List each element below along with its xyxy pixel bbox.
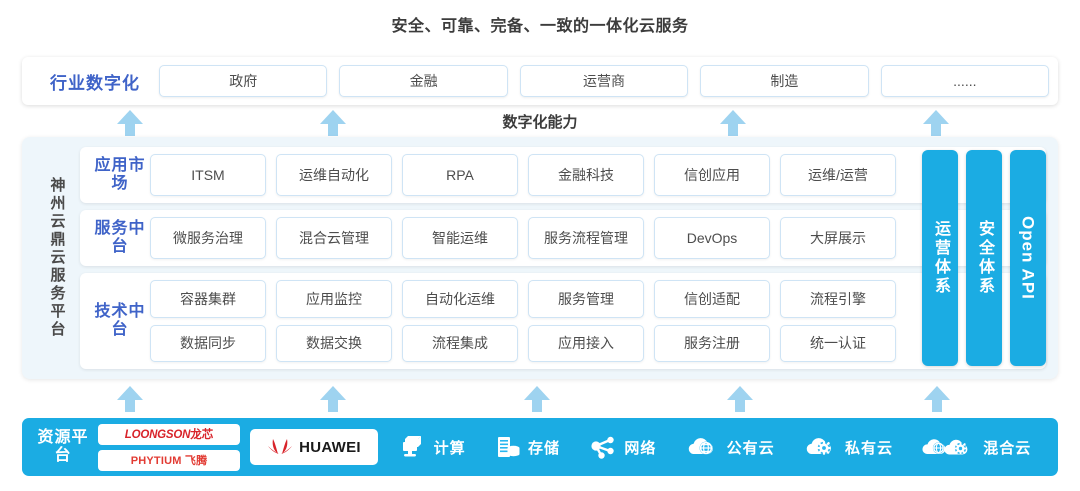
resource-label-hybrid-cloud: 混合云 xyxy=(983,439,1032,457)
chip-process-engine[interactable]: 流程引擎 xyxy=(780,280,896,318)
capability-caption: 数字化能力 xyxy=(502,114,578,131)
layer-technical-midplatform: 技术中台 容器集群 应用监控 自动化运维 服务管理 信创适配 流程引擎 数据同步… xyxy=(80,273,1046,369)
layer-label-application-market: 应用市场 xyxy=(94,157,146,192)
cloud-service-platform-panel: 神州云鼎云服务平台 应用市场 ITSM 运维自动化 RPA 金融科技 信创应用 … xyxy=(22,137,1058,379)
resource-item-compute[interactable]: 计算 xyxy=(399,434,466,460)
logo-huawei[interactable]: HUAWEI xyxy=(250,429,378,465)
resource-item-list: 计算 存储 xyxy=(384,434,1046,460)
up-arrow-upper-1 xyxy=(117,110,143,136)
platform-vertical-label: 神州云鼎云服务平台 xyxy=(48,177,66,339)
chip-application-access[interactable]: 应用接入 xyxy=(528,324,644,362)
huawei-flower-icon xyxy=(268,439,293,454)
chip-process-integration[interactable]: 流程集成 xyxy=(402,324,518,362)
chip-row: 容器集群 应用监控 自动化运维 服务管理 信创适配 流程引擎 xyxy=(150,280,896,318)
up-arrow-lower-1 xyxy=(117,386,143,412)
chip-large-screen-display[interactable]: 大屏展示 xyxy=(780,217,896,259)
pillar-label-open-api: Open API xyxy=(1018,216,1038,300)
resource-item-private-cloud[interactable]: 私有云 xyxy=(804,435,893,459)
chip-service-management[interactable]: 服务管理 xyxy=(528,280,644,318)
industry-chip-finance[interactable]: 金融 xyxy=(339,65,508,97)
up-arrow-upper-4 xyxy=(923,110,949,136)
page-title: 安全、可靠、完备、一致的一体化云服务 xyxy=(391,18,689,35)
logo-loongson[interactable]: LOONGSON龙芯 xyxy=(98,423,240,445)
chip-unified-authentication[interactable]: 统一认证 xyxy=(780,324,896,362)
layer-rows-service-midplatform: 微服务治理 混合云管理 智能运维 服务流程管理 DevOps 大屏展示 xyxy=(150,217,896,259)
resource-label-network: 网络 xyxy=(624,439,657,457)
layer-rows-application-market: ITSM 运维自动化 RPA 金融科技 信创应用 运维/运营 xyxy=(150,154,896,196)
pillar-open-api[interactable]: Open API xyxy=(1010,150,1046,366)
up-arrow-upper-3 xyxy=(720,110,746,136)
pillar-label-security-system: 安全体系 xyxy=(976,220,993,296)
resource-item-public-cloud[interactable]: 公有云 xyxy=(686,435,775,459)
chip-ops-operations[interactable]: 运维/运营 xyxy=(780,154,896,196)
industry-chip-manufacturing[interactable]: 制造 xyxy=(700,65,869,97)
industry-chip-list: 政府 金融 运营商 制造 ...... xyxy=(159,65,1050,97)
chip-row: 微服务治理 混合云管理 智能运维 服务流程管理 DevOps 大屏展示 xyxy=(150,217,896,259)
layer-service-midplatform: 服务中台 微服务治理 混合云管理 智能运维 服务流程管理 DevOps 大屏展示 xyxy=(80,210,1046,266)
pillar-operations-system[interactable]: 运营体系 xyxy=(922,150,958,366)
up-arrow-lower-5 xyxy=(924,386,950,412)
chip-row: 数据同步 数据交换 流程集成 应用接入 服务注册 统一认证 xyxy=(150,324,896,362)
logo-loongson-latin: LOONGSON xyxy=(124,429,191,441)
pillar-label-operations-system: 运营体系 xyxy=(932,220,949,296)
resource-item-network[interactable]: 网络 xyxy=(589,434,656,460)
resource-label-private-cloud: 私有云 xyxy=(844,439,893,457)
logo-phytium[interactable]: PHYTIUM 飞腾 xyxy=(98,449,240,471)
network-icon xyxy=(591,436,615,459)
chip-fintech[interactable]: 金融科技 xyxy=(528,154,644,196)
chip-automated-ops[interactable]: 自动化运维 xyxy=(402,280,518,318)
resource-item-storage[interactable]: 存储 xyxy=(495,434,560,460)
resource-item-hybrid-cloud[interactable]: 混合云 xyxy=(922,435,1031,459)
chip-devops[interactable]: DevOps xyxy=(654,217,770,259)
layer-rows-technical-midplatform: 容器集群 应用监控 自动化运维 服务管理 信创适配 流程引擎 数据同步 数据交换… xyxy=(150,280,896,362)
logo-phytium-cjk: 飞腾 xyxy=(184,455,208,467)
chip-application-monitoring[interactable]: 应用监控 xyxy=(276,280,392,318)
private-cloud-icon xyxy=(806,438,831,455)
chip-rpa[interactable]: RPA xyxy=(402,154,518,196)
platform-layers: 应用市场 ITSM 运维自动化 RPA 金融科技 信创应用 运维/运营 服务中台 xyxy=(80,147,1046,369)
chip-itsm[interactable]: ITSM xyxy=(150,154,266,196)
chip-data-exchange[interactable]: 数据交换 xyxy=(276,324,392,362)
resource-platform-label: 资源平台 xyxy=(37,428,89,464)
chip-intelligent-ops[interactable]: 智能运维 xyxy=(402,217,518,259)
resource-label-compute: 计算 xyxy=(433,439,466,457)
chip-ops-automation[interactable]: 运维自动化 xyxy=(276,154,392,196)
chip-hybrid-cloud-management[interactable]: 混合云管理 xyxy=(276,217,392,259)
industry-band-label: 行业数字化 xyxy=(50,73,140,93)
vertical-pillar-group: 运营体系 安全体系 Open API xyxy=(922,150,1046,366)
up-arrow-lower-3 xyxy=(524,386,550,412)
resource-label-storage: 存储 xyxy=(527,439,560,457)
up-arrow-lower-2 xyxy=(320,386,346,412)
chip-data-sync[interactable]: 数据同步 xyxy=(150,324,266,362)
layer-application-market: 应用市场 ITSM 运维自动化 RPA 金融科技 信创应用 运维/运营 xyxy=(80,147,1046,203)
storage-icon xyxy=(497,437,520,457)
logo-huawei-text: HUAWEI xyxy=(299,438,361,456)
industry-chip-more[interactable]: ...... xyxy=(880,65,1050,97)
chip-container-cluster[interactable]: 容器集群 xyxy=(150,280,266,318)
chip-xinchuang-app[interactable]: 信创应用 xyxy=(654,154,770,196)
up-arrow-lower-4 xyxy=(727,386,753,412)
industry-chip-carrier[interactable]: 运营商 xyxy=(519,65,689,97)
chip-row: ITSM 运维自动化 RPA 金融科技 信创应用 运维/运营 xyxy=(150,154,896,196)
industry-chip-government[interactable]: 政府 xyxy=(159,65,328,97)
chip-vendor-logo-stack: LOONGSON龙芯 PHYTIUM 飞腾 xyxy=(98,423,240,471)
logo-phytium-latin: PHYTIUM xyxy=(130,455,182,467)
resource-platform-bar: 资源平台 LOONGSON龙芯 PHYTIUM 飞腾 HUAWEI xyxy=(22,418,1058,476)
compute-icon xyxy=(402,436,421,457)
layer-label-service-midplatform: 服务中台 xyxy=(94,220,146,255)
layer-label-technical-midplatform: 技术中台 xyxy=(94,303,146,338)
logo-loongson-cjk: 龙芯 xyxy=(190,429,214,441)
hybrid-cloud-icon xyxy=(922,439,968,455)
public-cloud-icon xyxy=(688,438,713,455)
chip-xinchuang-adaptation[interactable]: 信创适配 xyxy=(654,280,770,318)
chip-service-process-management[interactable]: 服务流程管理 xyxy=(528,217,644,259)
industry-digitalization-band: 行业数字化 政府 金融 运营商 制造 ...... xyxy=(22,57,1058,105)
resource-label-public-cloud: 公有云 xyxy=(726,439,775,457)
up-arrow-upper-2 xyxy=(320,110,346,136)
chip-service-registry[interactable]: 服务注册 xyxy=(654,324,770,362)
chip-microservice-governance[interactable]: 微服务治理 xyxy=(150,217,266,259)
pillar-security-system[interactable]: 安全体系 xyxy=(966,150,1002,366)
